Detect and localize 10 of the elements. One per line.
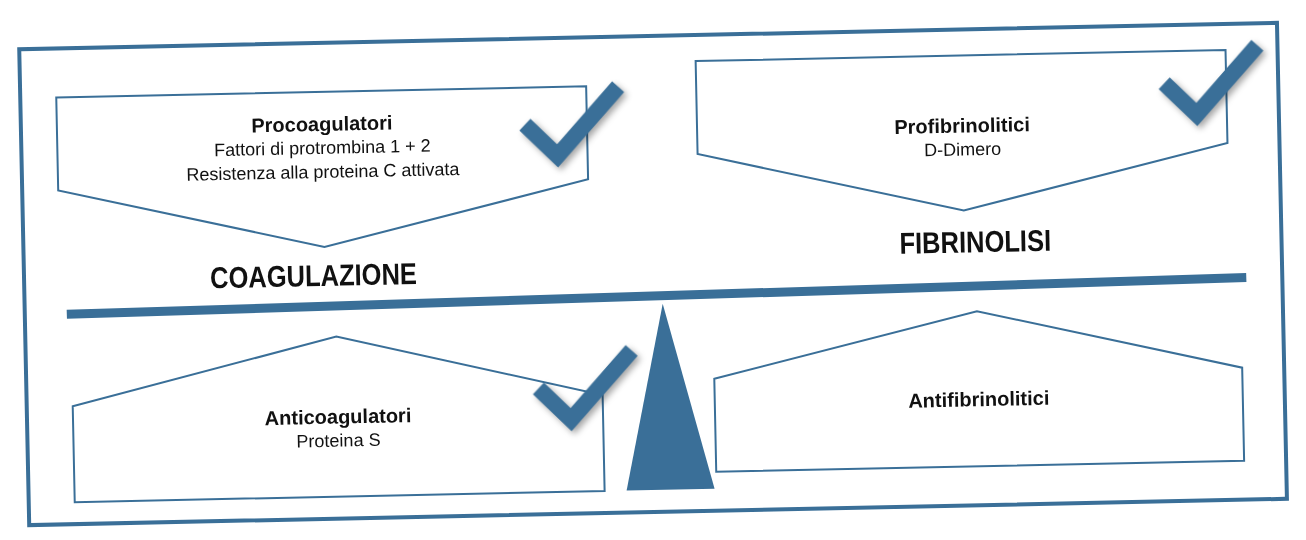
item-text: Fattori di protrombina 1 + 2 (213, 135, 431, 162)
category-heading: Antifibrinolitici (908, 385, 1050, 413)
category-heading: Profibrinolitici (894, 112, 1031, 139)
category-heading: Procoagulatori (251, 110, 393, 138)
item-text: Resistenza alla proteina C attivata (186, 159, 460, 187)
section-title: FIBRINOLISI (899, 223, 1052, 261)
item-text: D-Dimero (923, 137, 1002, 163)
category-heading: Anticoagulatori (264, 403, 412, 431)
item-text: Proteina S (296, 428, 381, 454)
section-title: COAGULAZIONE (209, 256, 418, 296)
